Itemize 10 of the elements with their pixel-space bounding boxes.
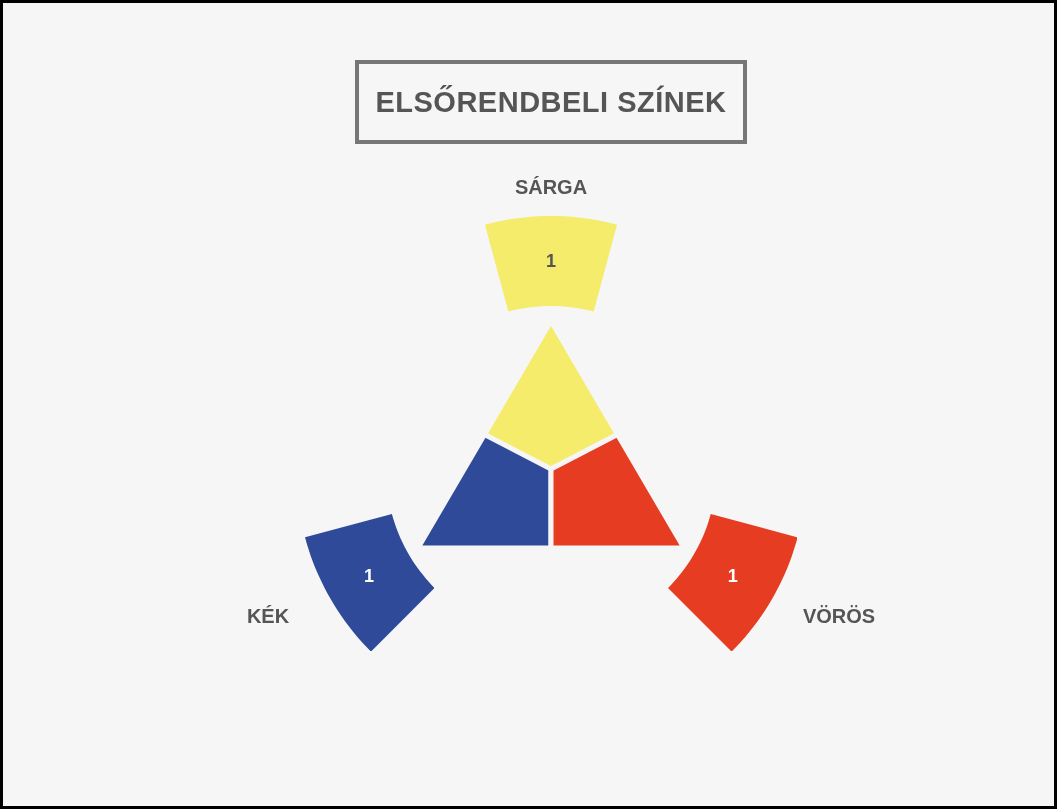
segment-number: 1 bbox=[727, 565, 738, 587]
color-name-label: KÉK bbox=[246, 604, 290, 628]
color-segment bbox=[667, 513, 798, 652]
color-segment bbox=[485, 216, 617, 312]
color-name-label: SÁRGA bbox=[514, 175, 588, 199]
segment-number: 1 bbox=[546, 250, 556, 272]
title-box: ELSŐRENDBELI SZÍNEK bbox=[355, 60, 747, 144]
color-segment bbox=[304, 513, 435, 652]
segment-number: 1 bbox=[364, 565, 375, 587]
color-name-label: VÖRÖS bbox=[802, 604, 876, 628]
